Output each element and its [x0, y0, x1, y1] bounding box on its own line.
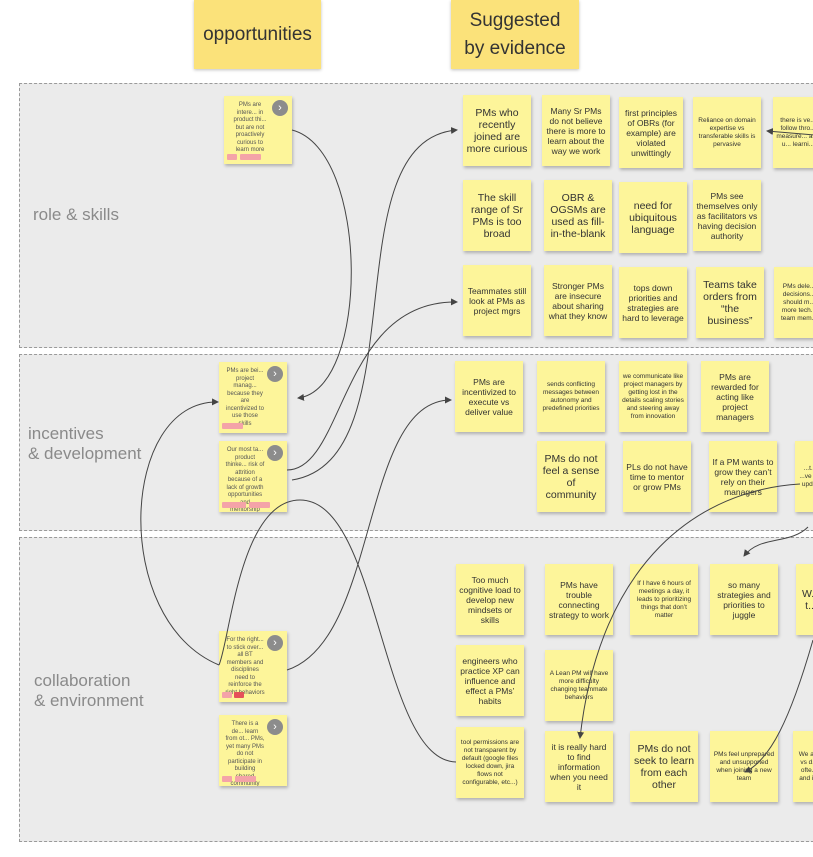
- sticky-note[interactable]: PMs are rewarded for acting like project…: [701, 361, 769, 432]
- suggested-header-label: Suggested by evidence: [464, 9, 566, 59]
- lane-label-incentives: incentives & development: [28, 424, 142, 463]
- opportunity-card[interactable]: Our most ta... product thinke... risk of…: [219, 441, 287, 512]
- sticky-text: ...t... ...ve ...f upd...: [799, 464, 813, 488]
- sticky-note[interactable]: We a... vs d... ofte... and i...: [793, 731, 813, 802]
- sticky-note[interactable]: Teams take orders from “the business”: [696, 267, 764, 338]
- chevron-right-icon[interactable]: ›: [267, 719, 283, 735]
- sticky-text: PMs are rewarded for acting like project…: [711, 371, 759, 422]
- sticky-text: so many strategies and priorities to jug…: [717, 579, 771, 620]
- tag-pink: [222, 776, 232, 782]
- sticky-note[interactable]: The skill range of Sr PMs is too broad: [463, 180, 531, 251]
- sticky-note[interactable]: so many strategies and priorities to jug…: [710, 564, 778, 635]
- sticky-text: need for ubiquitous language: [629, 199, 677, 236]
- sticky-note[interactable]: Teammates still look at PMs as project m…: [463, 265, 531, 336]
- sticky-note[interactable]: OBR & OGSMs are used as fill-in-the-blan…: [544, 180, 612, 251]
- sticky-note[interactable]: PMs do not seek to learn from each other: [630, 731, 698, 802]
- lane-label-role-skills: role & skills: [33, 205, 119, 224]
- sticky-note[interactable]: we communicate like project managers by …: [619, 361, 687, 432]
- sticky-note[interactable]: If I have 6 hours of meetings a day, it …: [630, 564, 698, 635]
- sticky-note[interactable]: W... t...: [796, 564, 813, 635]
- sticky-note[interactable]: If a PM wants to grow they can’t rely on…: [709, 441, 777, 512]
- sticky-text: PMs are incentivized to execute vs deliv…: [462, 376, 516, 417]
- sticky-text: PMs feel unprepared and unsupported when…: [713, 750, 775, 782]
- sticky-note[interactable]: PMs who recently joined are more curious: [463, 95, 531, 166]
- sticky-text: If a PM wants to grow they can’t rely on…: [712, 456, 774, 497]
- sticky-note[interactable]: PMs see themselves only as facilitators …: [693, 180, 761, 251]
- tag-pink: [249, 502, 270, 508]
- sticky-text: Too much cognitive load to develop new m…: [459, 574, 521, 625]
- sticky-text: We a... vs d... ofte... and i...: [798, 750, 813, 782]
- sticky-text: it is really hard to find information wh…: [550, 741, 608, 792]
- sticky-text: there is ve... follow thro... measure...…: [776, 116, 813, 148]
- chevron-right-icon[interactable]: ›: [267, 366, 283, 382]
- sticky-text: PMs do not seek to learn from each other: [633, 742, 695, 791]
- tag-pink: [227, 154, 237, 160]
- chevron-right-icon[interactable]: ›: [272, 100, 288, 116]
- sticky-text: The skill range of Sr PMs is too broad: [471, 191, 523, 240]
- opportunities-header-label: opportunities: [203, 23, 312, 45]
- chevron-right-icon[interactable]: ›: [267, 635, 283, 651]
- sticky-text: OBR & OGSMs are used as fill-in-the-blan…: [550, 191, 606, 240]
- tag-pink: [235, 776, 256, 782]
- sticky-text: PLs do not have time to mentor or grow P…: [626, 461, 688, 492]
- sticky-text: PMs have trouble connecting strategy to …: [549, 579, 609, 620]
- sticky-text: Stronger PMs are insecure about sharing …: [548, 280, 608, 321]
- sticky-note[interactable]: engineers who practice XP can influence …: [456, 645, 524, 716]
- tag-pink: [222, 502, 246, 508]
- sticky-text: sends conflicting messages between auton…: [542, 380, 600, 412]
- opportunity-text: For the right... to stick over... all BT…: [225, 637, 265, 696]
- sticky-text: PMs see themselves only as facilitators …: [696, 190, 758, 241]
- sticky-note[interactable]: need for ubiquitous language: [619, 182, 687, 253]
- sticky-note[interactable]: PLs do not have time to mentor or grow P…: [623, 441, 691, 512]
- opportunities-header[interactable]: opportunities: [194, 0, 321, 69]
- sticky-text: tool permissions are not transparent by …: [460, 738, 520, 786]
- sticky-note[interactable]: Stronger PMs are insecure about sharing …: [544, 265, 612, 336]
- chevron-right-icon[interactable]: ›: [267, 445, 283, 461]
- sticky-note[interactable]: first principles of OBRs (for example) a…: [619, 97, 683, 168]
- sticky-note[interactable]: PMs feel unprepared and unsupported when…: [710, 731, 778, 802]
- sticky-note[interactable]: PMs have trouble connecting strategy to …: [545, 564, 613, 635]
- sticky-text: Many Sr PMs do not believe there is more…: [546, 105, 606, 156]
- opportunity-card[interactable]: PMs are bei... project manag... because …: [219, 362, 287, 433]
- sticky-note[interactable]: there is ve... follow thro... measure...…: [773, 97, 813, 168]
- sticky-note[interactable]: sends conflicting messages between auton…: [537, 361, 605, 432]
- suggested-header[interactable]: Suggested by evidence: [451, 0, 579, 69]
- sticky-text: A Lean PM will have more difficulty chan…: [549, 669, 609, 701]
- sticky-note[interactable]: ...t... ...ve ...f upd...: [795, 441, 813, 512]
- sticky-note[interactable]: it is really hard to find information wh…: [545, 731, 613, 802]
- sticky-note[interactable]: tool permissions are not transparent by …: [456, 727, 524, 798]
- opportunity-text: PMs are intere... in product thi... but …: [233, 102, 267, 153]
- lane-label-collaboration: collaboration & environment: [34, 671, 144, 710]
- sticky-text: W... t...: [801, 587, 813, 612]
- sticky-note[interactable]: PMs do not feel a sense of community: [537, 441, 605, 512]
- sticky-text: Teammates still look at PMs as project m…: [467, 285, 527, 316]
- tag-pink: [222, 423, 243, 429]
- sticky-text: we communicate like project managers by …: [622, 372, 684, 420]
- sticky-text: Reliance on domain expertise vs transfer…: [698, 116, 756, 148]
- sticky-note[interactable]: PMs dele... decisions... should m... mor…: [774, 267, 813, 338]
- sticky-text: PMs do not feel a sense of community: [542, 452, 600, 501]
- sticky-note[interactable]: PMs are incentivized to execute vs deliv…: [455, 361, 523, 432]
- tag-pink: [222, 692, 232, 698]
- sticky-note[interactable]: Too much cognitive load to develop new m…: [456, 564, 524, 635]
- tag-pink: [240, 154, 261, 160]
- opportunity-card[interactable]: There is a de... learn from ot... PMs, y…: [219, 715, 287, 786]
- sticky-text: first principles of OBRs (for example) a…: [625, 107, 677, 158]
- opportunity-card[interactable]: For the right... to stick over... all BT…: [219, 631, 287, 702]
- sticky-note[interactable]: A Lean PM will have more difficulty chan…: [545, 650, 613, 721]
- sticky-note[interactable]: Many Sr PMs do not believe there is more…: [542, 95, 610, 166]
- sticky-text: PMs dele... decisions... should m... mor…: [780, 282, 813, 322]
- sticky-note[interactable]: Reliance on domain expertise vs transfer…: [693, 97, 761, 168]
- sticky-text: PMs who recently joined are more curious: [466, 106, 528, 155]
- opportunity-text: PMs are bei... project manag... because …: [225, 368, 265, 427]
- sticky-text: tops down priorities and strategies are …: [622, 282, 684, 323]
- sticky-text: engineers who practice XP can influence …: [460, 655, 520, 706]
- sticky-note[interactable]: tops down priorities and strategies are …: [619, 267, 687, 338]
- tag-red: [234, 692, 244, 698]
- sticky-text: If I have 6 hours of meetings a day, it …: [636, 579, 692, 619]
- sticky-text: Teams take orders from “the business”: [703, 278, 757, 327]
- opportunity-card[interactable]: PMs are intere... in product thi... but …: [224, 96, 292, 164]
